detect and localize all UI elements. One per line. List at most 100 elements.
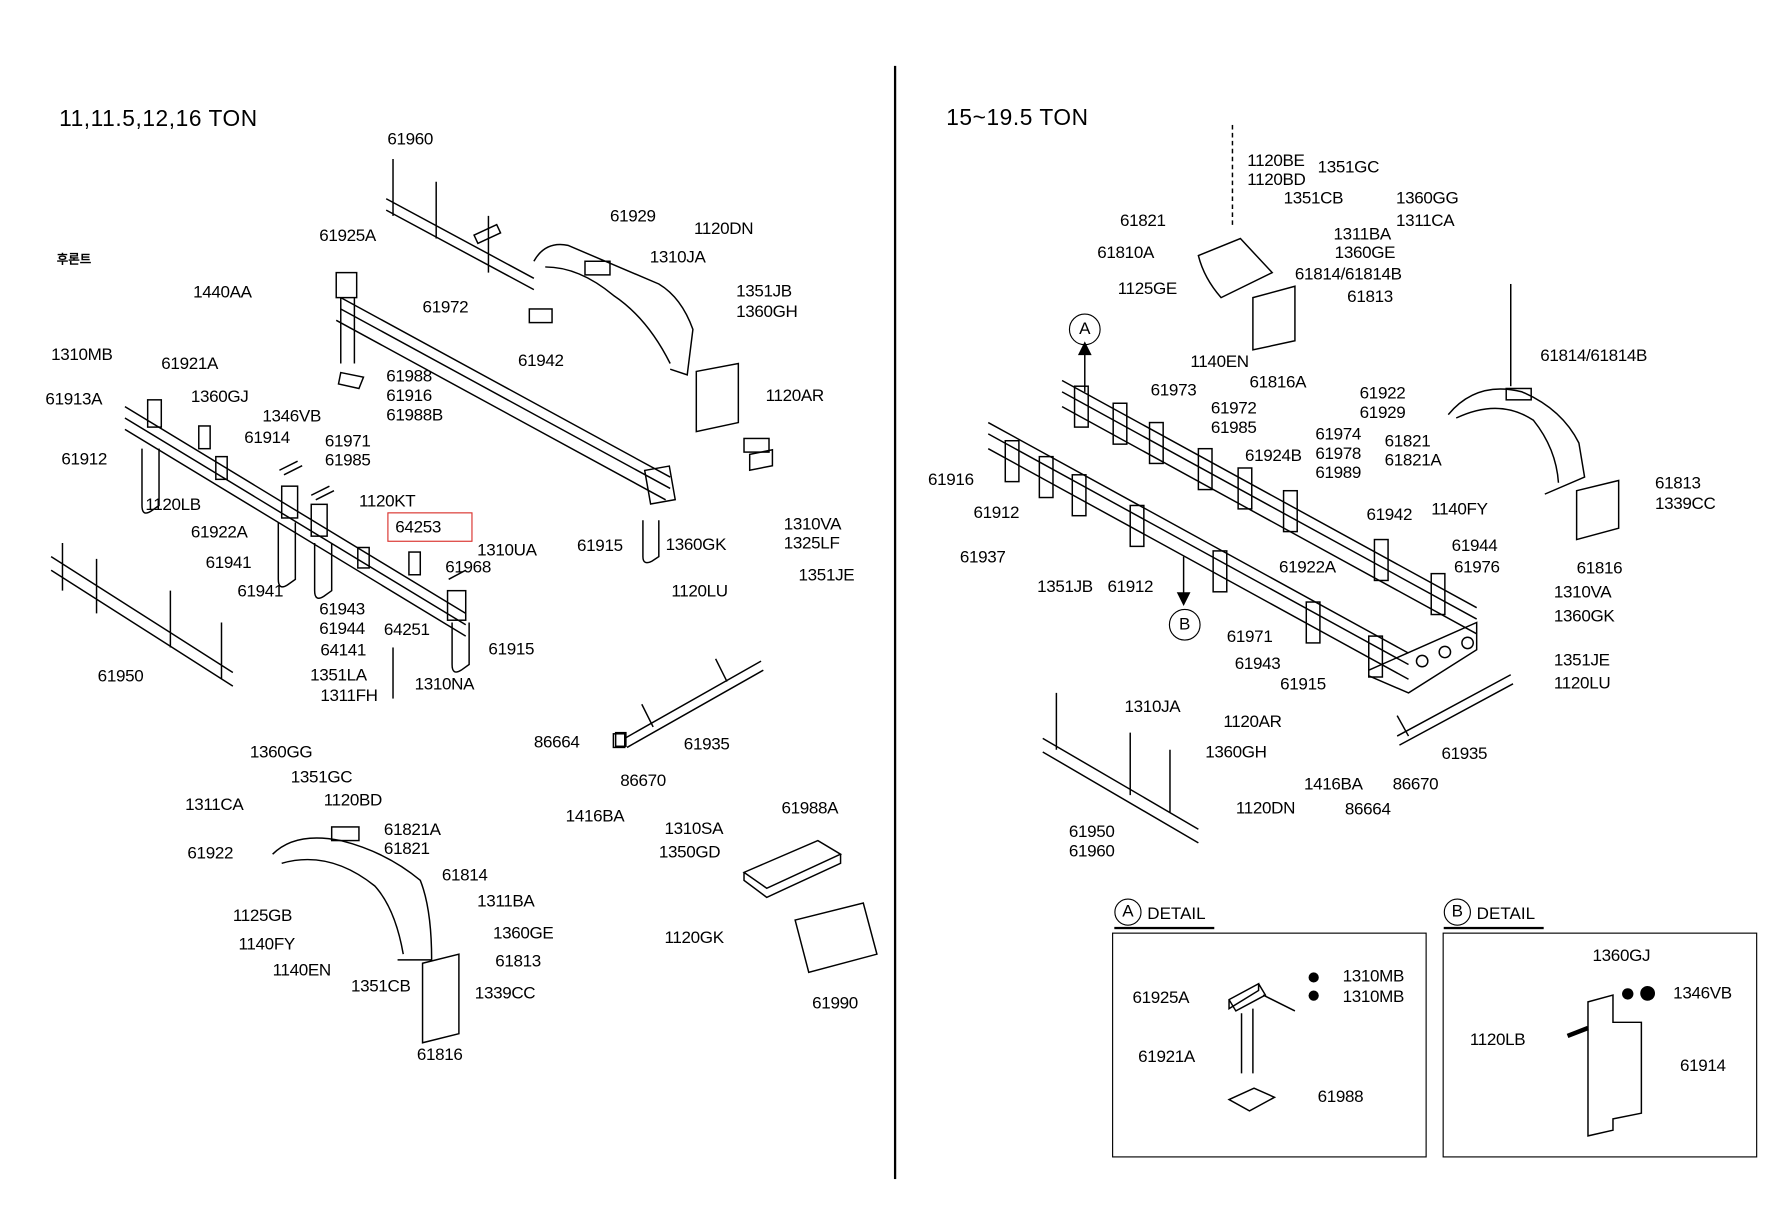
part-label[interactable]: 1120DN — [1235, 798, 1296, 818]
part-label[interactable]: 61950 61960 — [1068, 822, 1115, 862]
part-label[interactable]: 61813 — [1347, 287, 1393, 307]
part-label[interactable]: 61935 — [1441, 744, 1488, 764]
part-label[interactable]: 1120LU — [671, 581, 728, 601]
part-label[interactable]: 61944 — [1451, 536, 1498, 556]
part-label[interactable]: 1120DN — [694, 219, 754, 239]
part-label[interactable]: 61968 — [445, 557, 491, 578]
part-label[interactable]: 1360GG — [249, 742, 313, 763]
part-label[interactable]: 61942 — [1366, 505, 1413, 525]
part-label[interactable]: 61816A — [1249, 372, 1307, 392]
part-label[interactable]: 1310MB — [1342, 966, 1405, 986]
part-label[interactable]: 86664 — [1344, 799, 1391, 819]
part-label[interactable]: 1140FY — [1431, 499, 1488, 520]
part-label[interactable]: 61971 61985 — [324, 431, 371, 471]
part-label[interactable]: 1360GK — [665, 535, 727, 555]
part-label[interactable]: 61922A — [190, 522, 248, 542]
part-label[interactable]: 1360GJ — [1592, 946, 1651, 966]
part-label[interactable]: 61912 — [1107, 577, 1154, 597]
part-label[interactable]: 1310JA — [649, 247, 706, 267]
part-label[interactable]: 1311BA — [1333, 224, 1392, 245]
part-label[interactable]: 1120LU — [1553, 673, 1611, 693]
part-label[interactable]: 1339CC — [474, 983, 536, 1003]
part-label[interactable]: 61914 — [1679, 1056, 1726, 1076]
part-label[interactable]: 1416BA — [565, 806, 625, 826]
part-label[interactable]: 1120LB — [1469, 1030, 1526, 1050]
part-label[interactable]: 61941 — [205, 553, 252, 573]
part-label[interactable]: 61922 — [187, 843, 234, 864]
part-label[interactable]: 1360GH — [1205, 742, 1267, 763]
part-label[interactable]: 61912 — [973, 503, 1020, 523]
part-label[interactable]: 1311CA — [1396, 211, 1455, 231]
part-label[interactable]: 1120AR — [765, 386, 825, 406]
part-label[interactable]: 61914 — [244, 428, 290, 448]
part-label[interactable]: 61990 — [812, 993, 858, 1014]
part-label[interactable]: 61943 61944 — [319, 599, 365, 639]
part-label[interactable]: 1351GC — [1317, 157, 1380, 178]
part-label[interactable]: 61821 61821A — [1384, 431, 1442, 471]
part-label[interactable]: 1310MB — [1342, 987, 1405, 1007]
part-label[interactable]: 61988 — [1317, 1087, 1364, 1107]
part-label[interactable]: 1140FY — [238, 934, 296, 955]
part-label[interactable]: 61813 — [1655, 473, 1701, 493]
part-label[interactable]: 1310SA — [664, 818, 724, 839]
part-label[interactable]: 64251 — [383, 620, 430, 640]
part-label[interactable]: 61973 — [1150, 380, 1197, 400]
part-label[interactable]: 1120GK — [664, 928, 725, 948]
part-label[interactable]: 1360GK — [1553, 606, 1615, 626]
part-label[interactable]: 86670 — [1392, 774, 1439, 794]
part-label[interactable]: 61924B — [1244, 446, 1302, 466]
part-label[interactable]: 61814 — [441, 865, 488, 885]
part-label[interactable]: 1310UA — [477, 540, 537, 560]
part-label[interactable]: 61942 — [517, 350, 564, 371]
part-label[interactable]: 1416BA — [1304, 774, 1363, 794]
part-label[interactable]: 1311BA — [477, 891, 535, 911]
part-label[interactable]: 1351JB — [1037, 577, 1093, 597]
part-label[interactable]: 86670 — [620, 771, 666, 791]
part-label[interactable]: 1120KT — [358, 491, 416, 512]
part-label[interactable]: 1311CA — [185, 795, 244, 815]
part-label[interactable]: 1351CB — [350, 976, 411, 997]
part-label[interactable]: 1311FH — [320, 686, 378, 706]
part-label[interactable]: 1120BD — [323, 790, 383, 810]
part-label[interactable]: 61813 — [495, 951, 541, 972]
part-label[interactable]: 61814/61814B — [1294, 264, 1402, 284]
part-label[interactable]: 1310JA — [1124, 697, 1181, 717]
part-label[interactable]: 61922 61929 — [1359, 383, 1406, 423]
part-label[interactable]: 61937 — [959, 547, 1006, 567]
part-label[interactable]: 61922A — [1279, 557, 1336, 578]
part-label[interactable]: 1360GE — [1334, 243, 1396, 263]
part-label[interactable]: 1351JE — [1553, 650, 1610, 671]
part-label[interactable]: 1351LA — [310, 665, 367, 685]
part-label[interactable]: 61941 — [237, 581, 284, 601]
part-label[interactable]: 61915 — [577, 536, 623, 556]
part-label[interactable]: 1125GB — [232, 906, 293, 926]
part-label[interactable]: 61814/61814B — [1540, 346, 1648, 366]
part-label[interactable]: 1120LB — [145, 495, 201, 515]
part-label[interactable]: 1125GE — [1117, 279, 1178, 299]
part-label[interactable]: 1350GD — [658, 842, 721, 863]
part-label[interactable]: 61821 — [1119, 211, 1166, 231]
part-label[interactable]: 61950 — [97, 666, 144, 687]
part-label[interactable]: 1120BE 1120BD — [1247, 151, 1306, 190]
part-label[interactable]: 61943 — [1234, 654, 1281, 674]
part-label[interactable]: 61925A — [1132, 988, 1190, 1008]
part-label[interactable]: 1310VA — [1553, 582, 1612, 603]
part-label[interactable]: 61816 — [416, 1045, 463, 1065]
part-label[interactable]: 1360GE — [492, 923, 554, 943]
part-label[interactable]: 61974 61978 61989 — [1315, 424, 1362, 483]
part-label[interactable]: 61916 — [928, 470, 974, 490]
part-label[interactable]: 64141 — [320, 640, 367, 660]
part-label[interactable]: 1360GG — [1396, 188, 1459, 208]
part-label[interactable]: 61972 61985 — [1210, 398, 1257, 438]
part-label[interactable]: 61816 — [1576, 558, 1623, 579]
part-label[interactable]: 1351CB — [1283, 188, 1344, 208]
part-label[interactable]: 61988A — [781, 798, 839, 818]
part-label[interactable]: 1360GH — [736, 302, 798, 322]
part-label[interactable]: 61960 — [387, 129, 434, 149]
part-label[interactable]: 61988 61916 61988B — [386, 366, 443, 425]
part-label[interactable]: 61913A — [45, 389, 103, 409]
part-label[interactable]: 1310MB — [51, 345, 113, 365]
part-label[interactable]: 1339CC — [1655, 494, 1716, 514]
part-label[interactable]: 61925A — [319, 226, 376, 246]
part-label[interactable]: 1351JE — [798, 565, 855, 585]
